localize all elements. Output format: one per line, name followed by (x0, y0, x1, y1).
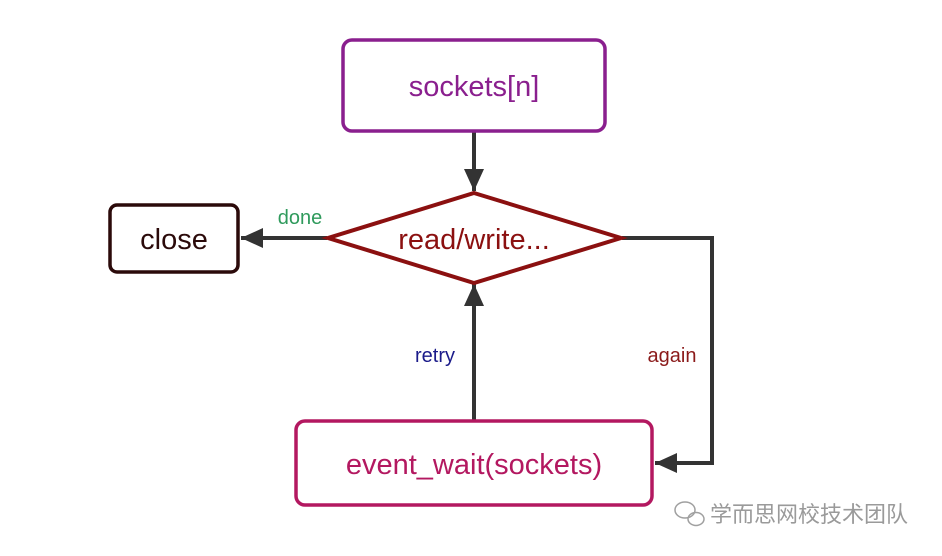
node-decision: read/write... (321, 190, 628, 286)
edge-label-retry: retry (415, 345, 455, 367)
edge-label-done: done (278, 207, 323, 229)
node-sockets: sockets[n] (341, 38, 607, 133)
node-close: close (108, 203, 240, 274)
node-event-wait-label: event_wait(sockets) (346, 449, 602, 481)
node-sockets-label: sockets[n] (409, 71, 540, 103)
node-close-label: close (140, 224, 208, 256)
node-event-wait: event_wait(sockets) (294, 419, 654, 507)
edge-label-again: again (648, 345, 697, 367)
node-decision-label: read/write... (398, 224, 550, 256)
watermark-text: 学而思网校技术团队 (710, 503, 908, 528)
wechat-icon (674, 501, 705, 527)
edge-decision-to-event-wait (622, 236, 714, 473)
watermark: 学而思网校技术团队 (674, 501, 908, 528)
